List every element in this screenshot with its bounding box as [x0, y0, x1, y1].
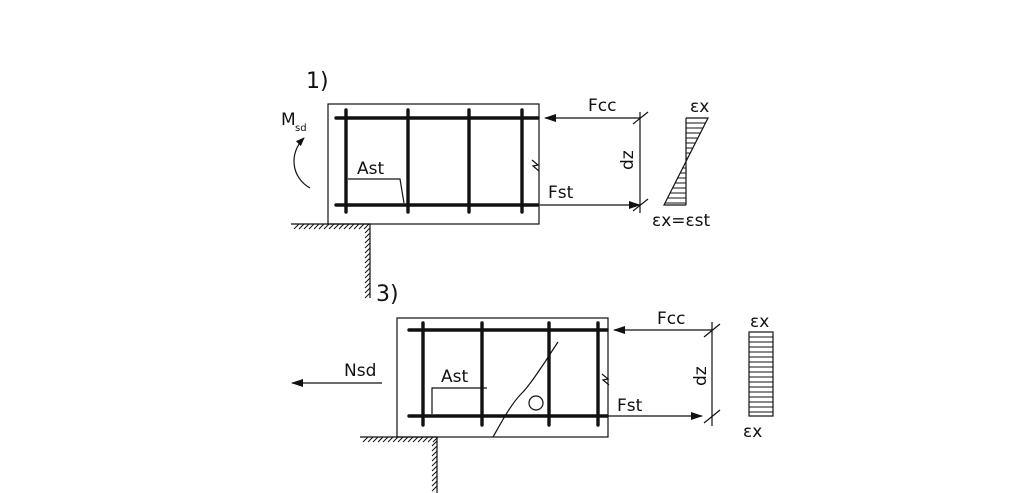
ground-hatch	[313, 223, 320, 230]
moment-label-main: M	[281, 110, 296, 130]
area-label: Ast	[441, 367, 468, 387]
concrete-section-3	[396, 317, 609, 438]
crack-line	[492, 341, 559, 438]
compression-force-label: Fcc	[588, 96, 616, 116]
ground-hatch	[303, 223, 310, 230]
ground-hatch	[392, 436, 399, 443]
wall-hatch	[431, 470, 438, 477]
wall-hatch	[364, 247, 371, 254]
tension-force-label: Fst	[617, 396, 643, 416]
wall-hatch	[364, 237, 371, 244]
ground-hatch	[298, 223, 305, 230]
wall-hatch	[364, 267, 371, 274]
ground-hatch	[387, 436, 394, 443]
wall-hatch	[431, 480, 438, 487]
wall-hatch	[431, 450, 438, 457]
wall-hatch	[364, 262, 371, 269]
ground-hatch	[397, 436, 404, 443]
strain-diagram-3	[748, 331, 774, 417]
ground-hatch	[293, 223, 300, 230]
dimension-tick	[632, 111, 649, 125]
wall-hatch	[431, 465, 438, 472]
ground-hatch	[338, 223, 345, 230]
wall-hatch	[431, 475, 438, 482]
wall-hatch	[431, 460, 438, 467]
ground-hatch	[308, 223, 315, 230]
lever-arm-label: dz	[618, 150, 638, 170]
ground-hatch	[377, 436, 384, 443]
ground-hatch	[422, 436, 429, 443]
wall-hatch	[431, 440, 438, 447]
strain-diagram-1	[663, 117, 709, 206]
area-leader	[348, 178, 405, 204]
break-mark	[601, 373, 610, 386]
concrete-section-1	[327, 103, 540, 225]
diagram-1: 1) M sd Ast Fcc Fst	[281, 69, 711, 299]
diagram-3: 3) Nsd Ast Fcc Fst	[291, 282, 774, 493]
wall-hatch	[364, 292, 371, 299]
ground-hatch	[358, 223, 365, 230]
ground-hatch	[367, 436, 374, 443]
ground-hatch	[372, 436, 379, 443]
ground-hatch	[382, 436, 389, 443]
diagram-1-number: 1)	[306, 69, 329, 94]
ground-hatch	[363, 223, 370, 230]
ground-hatch	[328, 223, 335, 230]
ground-hatch	[318, 223, 325, 230]
ground-hatch	[323, 223, 330, 230]
lever-arm-label: dz	[691, 366, 711, 386]
strain-top-label: εx	[750, 312, 769, 332]
tension-force-label: Fst	[548, 183, 574, 203]
wall-hatch	[431, 445, 438, 452]
ground-hatch	[362, 436, 369, 443]
wall-hatch	[364, 252, 371, 259]
wall-hatch	[364, 257, 371, 264]
support-1	[291, 223, 371, 299]
wall-hatch	[364, 272, 371, 279]
ground-hatch	[427, 436, 434, 443]
area-label: Ast	[357, 159, 384, 179]
break-mark	[531, 159, 540, 172]
axial-force-label: Nsd	[344, 361, 376, 381]
wall-hatch	[364, 232, 371, 239]
support-3	[360, 436, 439, 493]
ground-hatch	[402, 436, 409, 443]
ground-hatch	[353, 223, 360, 230]
moment-arrow	[293, 137, 311, 189]
wall-hatch	[364, 287, 371, 294]
diagram-3-number: 3)	[376, 282, 399, 307]
ground-hatch	[432, 436, 439, 443]
wall-hatch	[364, 277, 371, 284]
ground-hatch	[348, 223, 355, 230]
strain-bottom-label: εx=εst	[652, 211, 711, 231]
area-leader	[431, 387, 487, 414]
dimension-tick	[632, 198, 649, 212]
wall-hatch	[431, 455, 438, 462]
wall-hatch	[364, 227, 371, 234]
wall-hatch	[431, 485, 438, 492]
dimension-tick	[703, 409, 721, 424]
ground-hatch	[333, 223, 340, 230]
ground-hatch	[343, 223, 350, 230]
wall-hatch	[364, 282, 371, 289]
ground-hatch	[417, 436, 424, 443]
moment-label-sub: sd	[295, 123, 307, 134]
strain-bottom-label: εx	[743, 422, 762, 442]
dimension-tick	[703, 323, 721, 338]
strain-top-label: εx	[690, 97, 709, 117]
ground-hatch	[407, 436, 414, 443]
ground-hatch	[412, 436, 419, 443]
wall-hatch	[364, 242, 371, 249]
compression-force-label: Fcc	[657, 309, 685, 329]
crack-marker	[528, 395, 544, 411]
